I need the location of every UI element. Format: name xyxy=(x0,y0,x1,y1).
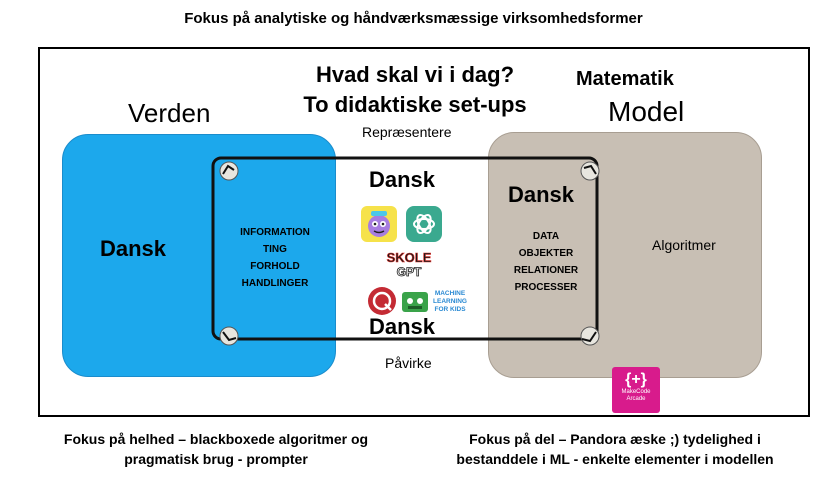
data-item: DATA xyxy=(532,231,560,242)
mathematics-label: Matematik xyxy=(576,68,674,90)
heading-line-2: To didaktiske set-ups xyxy=(303,92,527,117)
dansk-bottom-middle-label: Dansk xyxy=(369,314,436,339)
gpt-text: GPT xyxy=(397,265,422,279)
represent-label: Repræsentere xyxy=(362,124,452,140)
data-item: RELATIONER xyxy=(513,265,579,276)
heading-line-1: Hvad skal vi i dag? xyxy=(315,62,515,87)
data-item: PROCESSER xyxy=(514,282,578,293)
dansk-model-label: Dansk xyxy=(508,182,575,207)
openai-knot-icon xyxy=(413,213,435,235)
bottom-right-caption: Fokus på del – Pandora æske ;) tydelighe… xyxy=(420,429,810,469)
avatar-icon xyxy=(368,211,390,237)
data-list: DATA OBJEKTER RELATIONER PROCESSER xyxy=(498,228,594,296)
ml-line-1: MACHINE xyxy=(435,290,466,297)
skole-gpt-icon: SKOLE GPT xyxy=(386,250,432,280)
info-item: FORHOLD xyxy=(250,261,300,272)
affect-label: Påvirke xyxy=(385,355,432,371)
info-item: INFORMATION xyxy=(240,227,310,238)
corner-top-left-arrow xyxy=(219,161,239,181)
loop-rectangle xyxy=(211,156,599,341)
avatar-robot-logo xyxy=(361,206,397,242)
info-item: TING xyxy=(263,244,287,255)
dansk-top-middle-label: Dansk xyxy=(369,167,436,192)
information-list: INFORMATION TING FORHOLD HANDLINGER xyxy=(220,224,330,292)
corner-bottom-right-arrow xyxy=(580,326,600,346)
diagram-frame xyxy=(38,47,810,417)
bottom-left-caption: Fokus på helhed – blackboxede algoritmer… xyxy=(20,429,412,469)
world-label: Verden xyxy=(128,98,211,128)
skole-text: SKOLE xyxy=(387,250,432,265)
bottom-left-line-1: Fokus på helhed – blackboxede algoritmer… xyxy=(63,431,369,447)
model-box xyxy=(488,132,762,378)
chatgpt-logo xyxy=(406,206,442,242)
model-label: Model xyxy=(608,96,685,127)
top-title: Fokus på analytiske og håndværksmæssige … xyxy=(184,10,643,27)
makecode-name: MakeCode xyxy=(621,389,651,395)
makecode-arcade-logo: {+} MakeCode Arcade xyxy=(612,367,660,413)
corner-bottom-left-arrow xyxy=(219,326,239,346)
data-item: OBJEKTER xyxy=(518,248,574,259)
bottom-left-line-2: pragmatisk brug - prompter xyxy=(124,451,308,467)
algorithms-label: Algoritmer xyxy=(652,237,716,253)
ml-line-3: FOR KIDS xyxy=(434,306,466,313)
world-box xyxy=(62,134,336,377)
info-item: HANDLINGER xyxy=(241,278,309,289)
chat-q-logo xyxy=(368,287,396,315)
makecode-brace-icon: {+} xyxy=(625,371,647,388)
bottom-right-line-2: bestanddele i ML - enkelte elementer i m… xyxy=(456,451,774,467)
skole-gpt-logo: SKOLE GPT xyxy=(380,249,438,280)
machine-learning-for-kids-logo: MACHINE LEARNING FOR KIDS xyxy=(402,284,472,316)
bottom-right-line-1: Fokus på del – Pandora æske ;) tydelighe… xyxy=(469,431,761,447)
ml-line-2: LEARNING xyxy=(433,298,467,305)
makecode-arcade: Arcade xyxy=(626,396,646,402)
dansk-world-label: Dansk xyxy=(100,236,167,261)
main-heading: Hvad skal vi i dag? To didaktiske set-up… xyxy=(270,60,560,120)
ml-for-kids-icon: MACHINE LEARNING FOR KIDS xyxy=(402,290,467,313)
corner-top-right-arrow xyxy=(580,161,600,181)
chat-bubble-icon xyxy=(372,291,392,311)
